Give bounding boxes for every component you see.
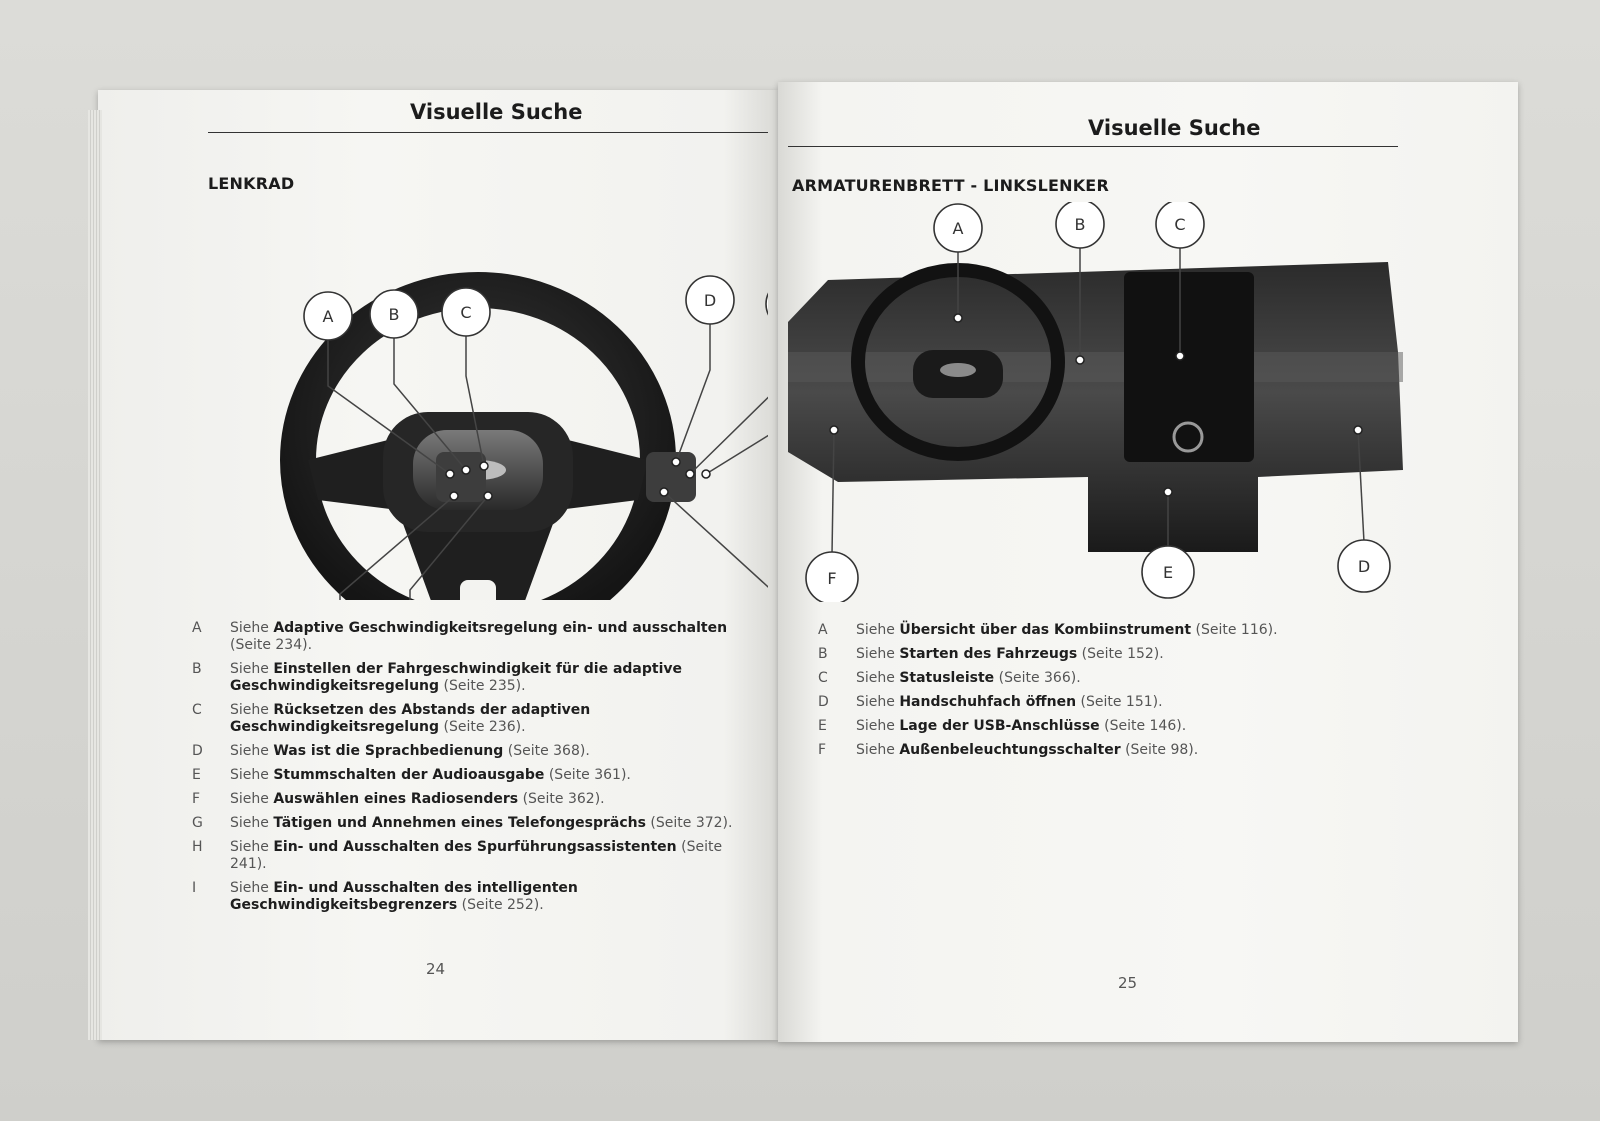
legend-row: D Siehe Was ist die Sprachbedienung (Sei… <box>192 743 590 759</box>
right-page-number: 25 <box>1118 974 1138 992</box>
legend-row: D Siehe Handschuhfach öffnen (Seite 151)… <box>818 694 1163 710</box>
dashboard-diagram: A B C D E F <box>788 202 1403 602</box>
callout-label: B <box>389 305 400 324</box>
right-section-title: ARMATURENBRETT - LINKSLENKER <box>792 176 1109 195</box>
legend-row: A Siehe Adaptive Geschwindigkeitsregelun… <box>192 620 728 653</box>
callout-e <box>1141 545 1195 599</box>
right-header-rule <box>788 146 1398 147</box>
callout-a <box>303 291 353 341</box>
legend-row: C Siehe Statusleiste (Seite 366). <box>818 670 1081 686</box>
legend-row: A Siehe Übersicht über das Kombiinstrume… <box>818 622 1278 638</box>
legend-row: C Siehe Rücksetzen des Abstands der adap… <box>192 702 591 735</box>
center-touchscreen <box>1124 272 1254 462</box>
callout-a <box>933 203 983 253</box>
callout-label: F <box>827 569 836 588</box>
callout-label: E <box>1163 563 1173 582</box>
callout-c <box>441 287 491 337</box>
callout-e <box>765 292 768 316</box>
callout-b <box>369 289 419 339</box>
legend-row: B Siehe Einstellen der Fahrgeschwindigke… <box>192 661 682 694</box>
callout-label: D <box>704 291 716 310</box>
steering-wheel-diagram: A B C D E F G H I <box>280 272 768 600</box>
legend-row: F Siehe Außenbeleuchtungsschalter (Seite… <box>818 742 1199 758</box>
callout-label: B <box>1075 215 1086 234</box>
callout-label: C <box>460 303 471 322</box>
right-page: Visuelle Suche ARMATURENBRETT - LINKSLEN… <box>778 82 1518 1042</box>
callout-d <box>1337 539 1391 593</box>
legend-row: E Siehe Stummschalten der Audioausgabe (… <box>192 767 631 783</box>
left-page: Visuelle Suche LENKRAD <box>88 90 778 1040</box>
legend-row: E Siehe Lage der USB-Anschlüsse (Seite 1… <box>818 718 1187 734</box>
left-legend: A Siehe Adaptive Geschwindigkeitsregelun… <box>192 620 762 921</box>
right-legend: A Siehe Übersicht über das Kombiinstrume… <box>818 622 1378 766</box>
callout-label: C <box>1174 215 1185 234</box>
callout-f <box>805 551 859 602</box>
legend-row: F Siehe Auswählen eines Radiosenders (Se… <box>192 791 605 807</box>
callout-label: A <box>953 219 964 238</box>
callout-b <box>1055 202 1105 249</box>
left-page-header: Visuelle Suche <box>410 100 583 124</box>
left-section-title: LENKRAD <box>208 174 295 193</box>
legend-row: G Siehe Tätigen und Annehmen eines Telef… <box>192 815 733 831</box>
callout-c <box>1155 202 1205 249</box>
volume-knob-icon <box>1172 421 1204 453</box>
callout-label: A <box>323 307 334 326</box>
callout-label: D <box>1358 557 1370 576</box>
left-header-rule <box>208 132 768 133</box>
page-edges <box>88 110 102 1040</box>
legend-row: I Siehe Ein- und Ausschalten des intelli… <box>192 880 578 913</box>
right-page-header: Visuelle Suche <box>1088 116 1261 140</box>
callout-d <box>685 275 735 325</box>
open-manual: Visuelle Suche LENKRAD <box>88 82 1518 1042</box>
legend-row: B Siehe Starten des Fahrzeugs (Seite 152… <box>818 646 1164 662</box>
legend-row: H Siehe Ein- und Ausschalten des Spurfüh… <box>192 839 723 872</box>
left-page-number: 24 <box>426 960 446 978</box>
